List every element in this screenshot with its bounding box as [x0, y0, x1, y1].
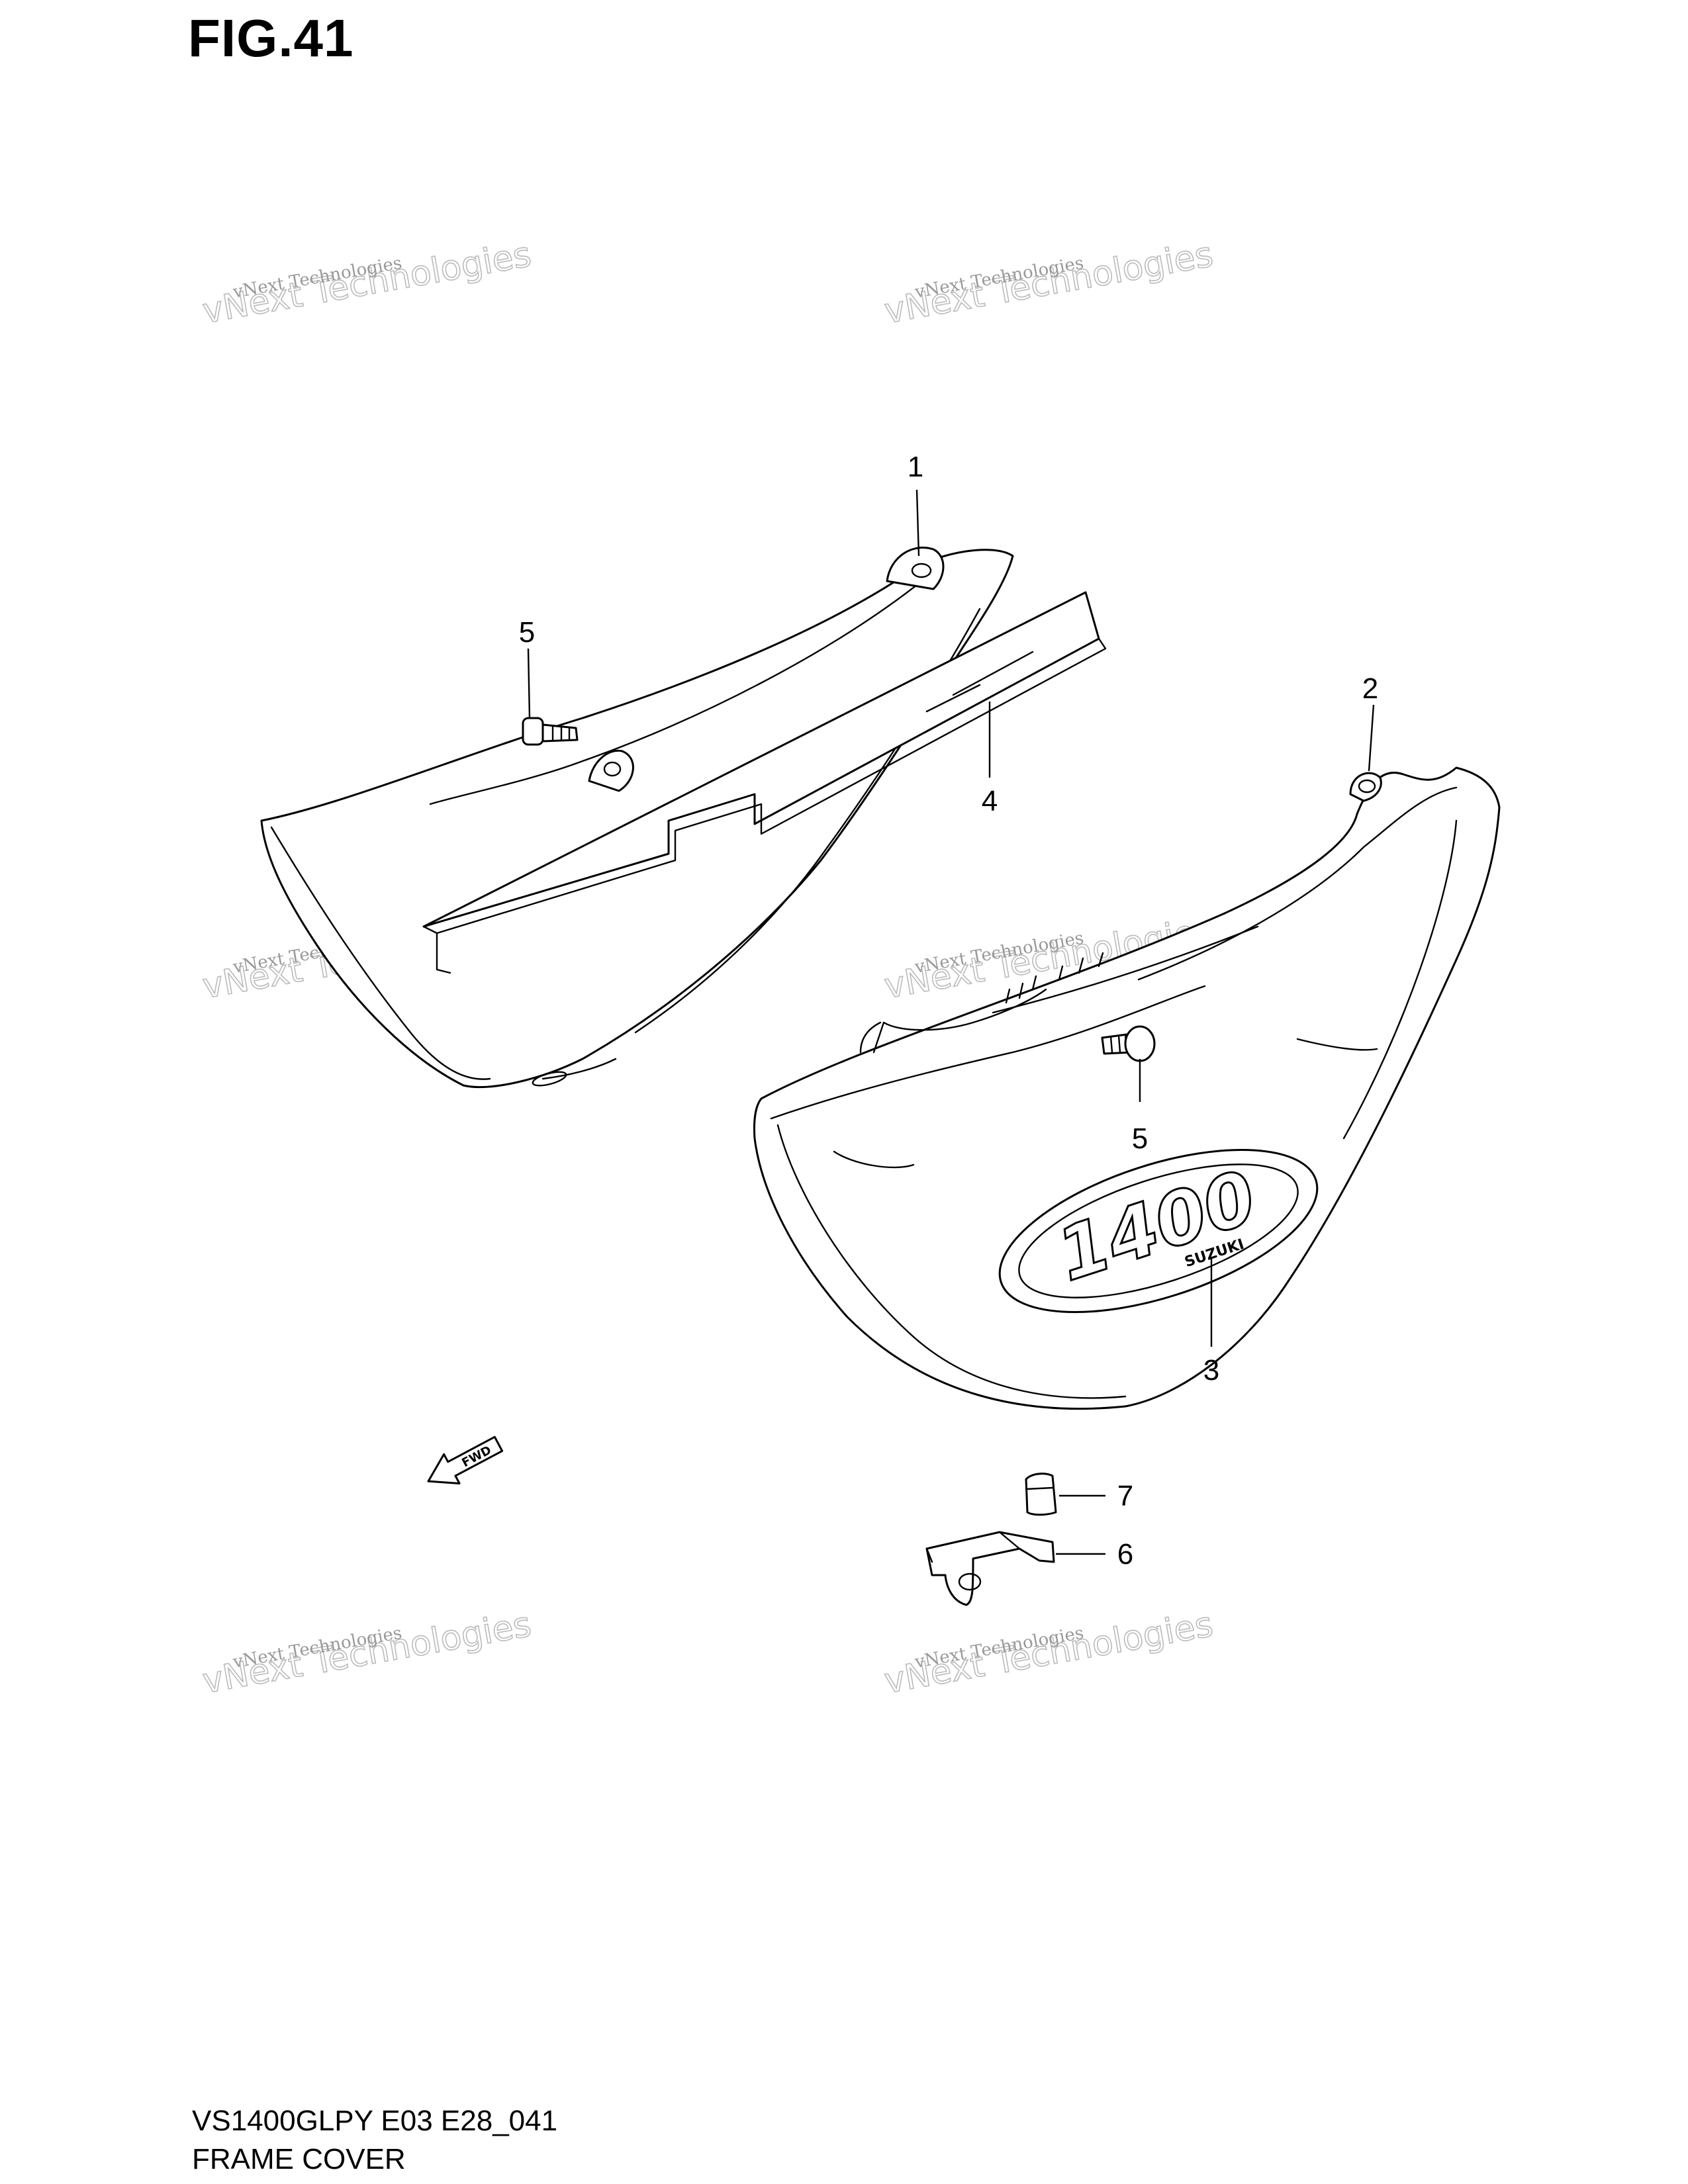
callout-5-right: 5	[1132, 1122, 1148, 1155]
part-7-cushion	[1025, 1473, 1057, 1516]
leader-2	[1368, 704, 1375, 772]
callout-5-left: 5	[519, 616, 535, 649]
section-name: FRAME COVER	[192, 2143, 406, 2175]
model-code: VS1400GLPY E03 E28_041	[192, 2105, 558, 2137]
callouts: 1 2 3 4 5 5 6 7	[519, 451, 1378, 1570]
part-5-screw-right	[1101, 1025, 1156, 1062]
part-5-screw-left	[522, 717, 579, 746]
callout-7: 7	[1117, 1480, 1133, 1512]
callout-4: 4	[982, 785, 998, 817]
fwd-direction-arrow: FWD	[427, 1435, 504, 1484]
part-6-bracket	[925, 1531, 1055, 1606]
leader-1	[915, 489, 920, 557]
watermark: vNext Technologies vNext Technologies	[881, 1604, 1217, 1702]
watermark: vNext Technologies vNext Technologies	[881, 234, 1217, 332]
callout-2: 2	[1362, 672, 1378, 705]
leader-5-left	[527, 648, 531, 719]
watermark: vNext Technologies vNext Technologies	[199, 234, 535, 332]
callout-3: 3	[1203, 1354, 1219, 1387]
callout-6: 6	[1117, 1538, 1133, 1570]
callout-1: 1	[908, 451, 923, 483]
part-2-right-frame-cover	[753, 766, 1501, 1410]
leader-lines	[527, 489, 1375, 1555]
figure-title: FIG.41	[188, 9, 354, 68]
watermark: vNext Technologies vNext Technologies	[199, 1604, 535, 1702]
part-4-rail-strip	[422, 591, 1107, 974]
